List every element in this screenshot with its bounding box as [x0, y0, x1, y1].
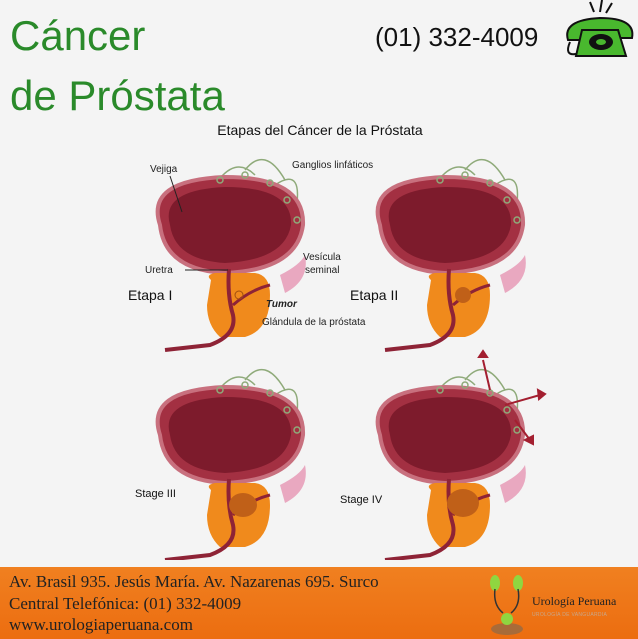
tumor-mark [447, 489, 479, 517]
label-seminal-1: Vesícula [303, 252, 341, 263]
urology-logo-icon [490, 575, 523, 635]
stage-3-panel [155, 367, 308, 560]
footer-phone[interactable]: Central Telefónica: (01) 332-4009 [9, 594, 242, 613]
logo-name: Urología Peruana [532, 594, 617, 608]
stage-2-panel [375, 157, 528, 352]
stage-4-panel [375, 349, 547, 560]
stage-2-label: Etapa II [350, 287, 398, 303]
label-bladder: Vejiga [150, 164, 178, 175]
tumor-mark [229, 493, 257, 517]
stage-3-label: Stage III [135, 488, 176, 500]
tumor-mark [234, 290, 244, 300]
footer-address: Av. Brasil 935. Jesús María. Av. Nazaren… [9, 572, 379, 591]
stage-4-label: Stage IV [340, 494, 383, 506]
prostate-cancer-stages-diagram: Etapas del Cáncer de la Próstata Vejiga … [128, 122, 547, 560]
stage-1-label: Etapa I [128, 287, 172, 303]
logo-tagline: UROLOGÍA DE VANGUARDIA [532, 612, 608, 618]
label-seminal-2: seminal [305, 265, 339, 276]
label-urethra: Uretra [145, 265, 173, 276]
telephone-icon [566, 0, 634, 57]
footer-website[interactable]: www.urologiaperuana.com [9, 615, 193, 634]
diagram-title: Etapas del Cáncer de la Próstata [217, 122, 423, 138]
tumor-mark [455, 287, 471, 303]
stage-1-panel [155, 157, 308, 352]
footer: Av. Brasil 935. Jesús María. Av. Nazaren… [0, 567, 638, 639]
label-lymph-nodes: Ganglios linfáticos [292, 160, 373, 171]
label-gland: Glándula de la próstata [262, 317, 366, 328]
metastasis-arrows [477, 349, 547, 446]
label-tumor: Tumor [266, 299, 298, 310]
page-title-line2: de Próstata [10, 72, 225, 119]
page-title-line1: Cáncer [10, 12, 146, 59]
header-phone[interactable]: (01) 332-4009 [375, 22, 539, 52]
